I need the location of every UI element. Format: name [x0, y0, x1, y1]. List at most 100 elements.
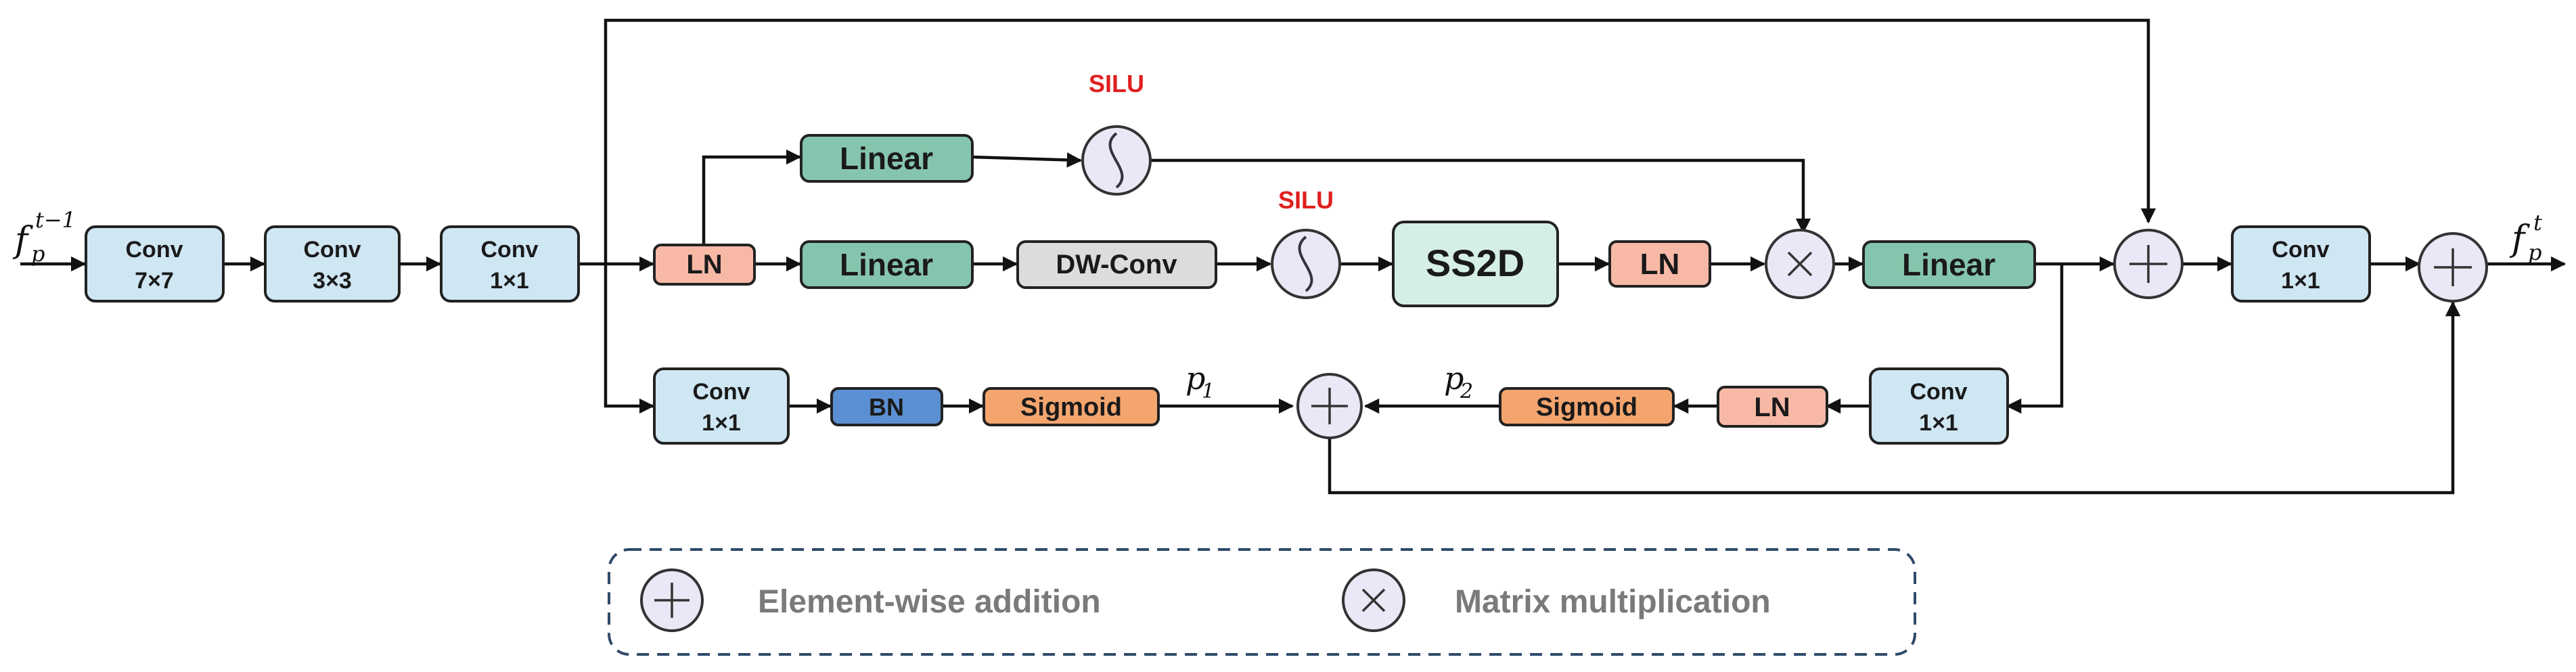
- ss2d-label: SS2D: [1426, 242, 1524, 284]
- wire-silu-multiply: [1150, 158, 1811, 234]
- ss2d-block: SS2D: [1392, 221, 1559, 307]
- ln1-label: LN: [686, 250, 722, 279]
- conv11b-block: Conv 1×1: [653, 367, 790, 445]
- conv11b-box: [653, 367, 790, 445]
- add3-plus-icon: [1311, 388, 1348, 424]
- conv11c-label: Conv: [1910, 379, 1968, 405]
- silu-top-node: SILU: [1081, 70, 1152, 196]
- conv77-box: [85, 225, 225, 303]
- bn-label: BN: [869, 393, 904, 421]
- conv11c-block: Conv 1×1: [1869, 367, 2009, 445]
- output-symbol-sub: p: [2528, 240, 2541, 265]
- output-symbol-sup: t: [2533, 210, 2542, 236]
- conv11c-box: [1869, 367, 2009, 445]
- legend-add-plus: [654, 583, 690, 618]
- linear-top-box: [800, 134, 974, 183]
- linear-right-box: [1862, 240, 2036, 289]
- conv11-out-box: [2231, 225, 2371, 303]
- ln2-block: LN: [1608, 240, 1711, 288]
- legend-add-label: Element-wise addition: [758, 584, 1101, 620]
- conv33-kernel: 3×3: [313, 268, 352, 294]
- p1-symbol: p 1: [1185, 360, 1215, 403]
- conv11a-label: Conv: [481, 237, 539, 263]
- p1-sub: 1: [1202, 380, 1215, 403]
- ln2-box: [1608, 240, 1711, 288]
- output-symbol: f p t: [2509, 210, 2542, 265]
- ss2d-box: [1392, 221, 1559, 307]
- conv11c-kernel: 1×1: [1919, 410, 1958, 436]
- conv11-out-block: Conv 1×1: [2231, 225, 2371, 303]
- sigmoid1-label: Sigmoid: [1020, 393, 1122, 422]
- input-symbol: f p t−1: [12, 207, 76, 267]
- wire-down-branch: [604, 264, 655, 414]
- conv11b-label: Conv: [693, 379, 750, 405]
- silu-mid-node: SILU: [1271, 186, 1341, 299]
- linear-right-label: Linear: [1902, 247, 1995, 282]
- conv33-label: Conv: [304, 237, 361, 263]
- linear-mid-label: Linear: [840, 247, 933, 282]
- linear-top-label: Linear: [840, 141, 933, 176]
- conv33-block: Conv 3×3: [264, 225, 401, 303]
- legend: Element-wise addition Matrix multiplicat…: [608, 548, 1916, 656]
- conv77-label: Conv: [126, 237, 183, 263]
- wire-top-skip: [604, 18, 2156, 264]
- p2-symbol: p 2: [1444, 360, 1473, 403]
- conv11-out-kernel: 1×1: [2281, 268, 2320, 294]
- add3-node: [1296, 373, 1363, 439]
- ln2-label: LN: [1640, 248, 1680, 281]
- conv11a-kernel: 1×1: [490, 268, 529, 294]
- input-symbol-base: f: [12, 220, 33, 261]
- conv77-block: Conv 7×7: [85, 225, 225, 303]
- silu-top-label: SILU: [1089, 70, 1144, 97]
- conv33-box: [264, 225, 401, 303]
- wire-down-right: [2006, 264, 2064, 414]
- sigmoid2-block: Sigmoid: [1499, 387, 1675, 426]
- wire-linear-silu-top: [972, 152, 1083, 168]
- multiply-icon: [1787, 251, 1813, 277]
- p2-sub: 2: [1460, 380, 1473, 403]
- input-symbol-sup: t−1: [35, 207, 76, 233]
- legend-multiply-label: Matrix multiplication: [1455, 584, 1771, 620]
- multiply-node: [1765, 229, 1835, 299]
- bn-block: BN: [830, 387, 943, 426]
- ln1-block: LN: [653, 244, 756, 286]
- ln3-box: [1717, 386, 1828, 428]
- ln3-label: LN: [1754, 393, 1790, 422]
- wire-ln-linear-top: [702, 149, 802, 245]
- conv11a-box: [440, 225, 580, 303]
- linear-mid-block: Linear: [800, 240, 974, 289]
- linear-right-block: Linear: [1862, 240, 2036, 289]
- ln3-block: LN: [1717, 386, 1828, 428]
- output-symbol-base: f: [2509, 219, 2530, 259]
- conv11b-kernel: 1×1: [702, 410, 741, 436]
- dwconv-label: DW-Conv: [1056, 250, 1177, 279]
- legend-border: [608, 548, 1916, 656]
- linear-top-block: Linear: [800, 134, 974, 183]
- dwconv-block: DW-Conv: [1016, 240, 1217, 289]
- sigmoid2-label: Sigmoid: [1536, 393, 1637, 422]
- add1-plus-icon: [2129, 245, 2167, 283]
- sigmoid1-block: Sigmoid: [982, 387, 1160, 426]
- conv77-kernel: 7×7: [135, 268, 174, 294]
- dwconv-box: [1016, 240, 1217, 289]
- sigmoid1-box: [982, 387, 1160, 426]
- add1-node: [2113, 229, 2184, 299]
- ln1-box: [653, 244, 756, 286]
- input-symbol-sub: p: [31, 241, 45, 267]
- conv11a-block: Conv 1×1: [440, 225, 580, 303]
- bn-box: [830, 387, 943, 426]
- sigmoid2-box: [1499, 387, 1675, 426]
- p2-base: p: [1444, 360, 1464, 397]
- silu-mid-icon: [1298, 236, 1313, 292]
- wire-bottom-return: [1328, 300, 2461, 495]
- connections: [20, 18, 2567, 495]
- add2-node: [2418, 232, 2488, 303]
- silu-mid-label: SILU: [1278, 186, 1334, 214]
- silu-top-icon: [1108, 132, 1124, 189]
- conv11-out-label: Conv: [2272, 237, 2330, 263]
- add2-plus-icon: [2434, 248, 2472, 286]
- linear-mid-box: [800, 240, 974, 289]
- p1-base: p: [1185, 360, 1205, 397]
- legend-multiply-x: [1361, 588, 1386, 612]
